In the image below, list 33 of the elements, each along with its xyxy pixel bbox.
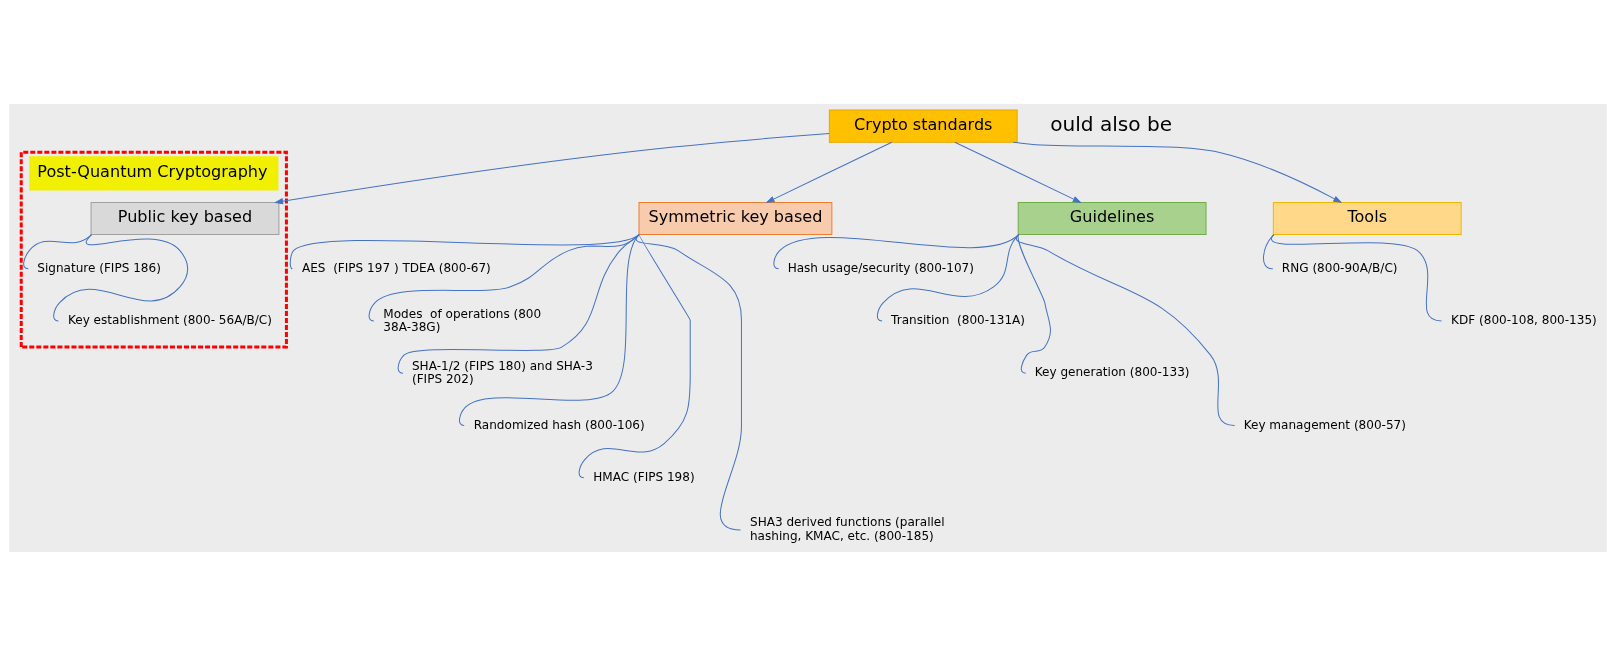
connector [1263,234,1275,270]
connector [1270,234,1443,322]
label: ould also be [1050,112,1173,137]
node-text: HMAC (FIPS 198) [593,469,695,484]
node-text: Key generation (800-133) [1034,365,1190,380]
node-text: Key management (800-57) [1243,417,1406,432]
connector [1017,234,1051,374]
node-text: Randomized hash (800-106) [473,417,645,432]
node-text: Key establishment (800- 56A/B/C) [67,313,272,328]
connector [635,234,742,531]
node-text: Signature (FIPS 186) [37,260,161,275]
node-text: Hash usage/security (800-107) [787,260,974,275]
node-box: Guidelines [1017,201,1207,236]
arrow [275,133,830,205]
node-text: Modes of operations (800 38A-38G) [383,306,542,334]
node-box: Symmetric key based [638,201,833,236]
node-box: Tools [1272,201,1462,236]
node-text: KDF (800-108, 800-135) [1451,313,1597,328]
arrow [766,141,893,203]
connector [23,234,93,270]
node-text: AES (FIPS 197 ) TDEA (800-67) [301,260,491,275]
node-box: Public key based [90,201,280,236]
connector [1015,234,1236,426]
connector [53,234,189,322]
node-text: SHA-1/2 (FIPS 180) and SHA-3 (FIPS 202) [411,358,593,386]
connector [397,234,640,374]
node-text: SHA3 derived functions (parallel hashing, KMAC, etc. (800-185) [749,515,945,543]
node-text: Transition (800-131A) [891,313,1026,328]
node-text: RNG (800-90A/B/C) [1281,260,1398,275]
node-box: Crypto standards [828,109,1018,143]
arrow [954,141,1081,203]
arrow [1013,141,1342,203]
connector [578,234,691,479]
